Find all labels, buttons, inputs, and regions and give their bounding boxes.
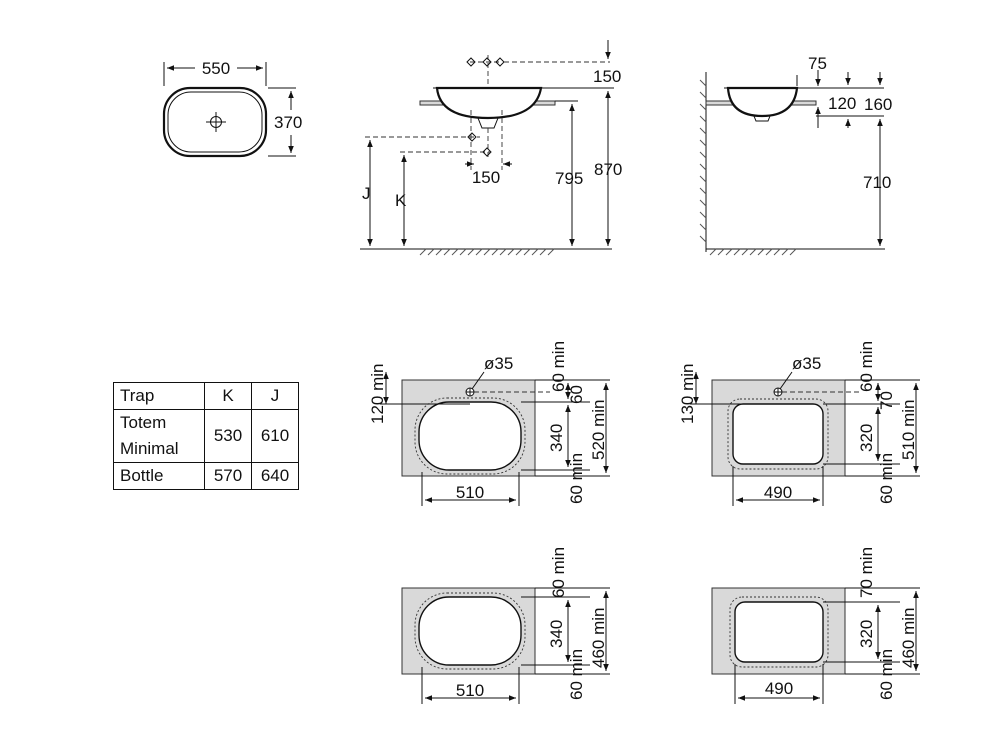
header-trap: Trap	[113, 382, 205, 410]
cutout1-bottom-label: 60 min	[567, 453, 586, 504]
cutout2-width-label: 490	[764, 483, 792, 502]
cutout-rect: 70 min 320 460 min 60 min 490	[711, 547, 920, 704]
side-basin-height-label: 120	[828, 94, 856, 113]
trap-table: Trap K J Totem 530 610 Minimal Bottle 57…	[113, 382, 299, 490]
cutout2-hole-label: ø35	[792, 354, 821, 373]
cutout3-total-label: 460 min	[589, 608, 608, 668]
table-row: Totem 530 610	[113, 409, 299, 463]
cutout1-edge-label: 60 min	[549, 341, 568, 392]
row1-k-value: 530	[204, 409, 252, 463]
cutout-hole-1	[418, 401, 522, 471]
header-k: K	[204, 382, 252, 410]
side-counter-height-label: 710	[863, 173, 891, 192]
cutout1-top-margin-label: 120 min	[368, 364, 387, 424]
cutout3-width-label: 510	[456, 681, 484, 700]
basin-section-front	[435, 86, 543, 120]
cutout4-total-label: 460 min	[899, 608, 918, 668]
cutout2-total-label: 510 min	[899, 400, 918, 460]
cutout-oval: 60 min 340 460 min 60 min 510	[401, 547, 610, 704]
cutout-hole-4	[734, 601, 824, 663]
cutout1-total-label: 520 min	[589, 400, 608, 460]
top-depth-label: 370	[274, 113, 302, 132]
front-rim-height-label: 870	[594, 160, 622, 179]
front-trap-k-label: K	[395, 191, 407, 210]
cutout2-hole-gap-label: 70	[877, 391, 896, 410]
floor-hatch-front	[419, 248, 555, 256]
row2-j-value: 640	[251, 462, 299, 490]
table-header-row: Trap K J	[113, 382, 299, 410]
cutout4-width-label: 490	[765, 679, 793, 698]
floor-hatch-side	[709, 248, 797, 256]
cutout1-hole-gap-label: 60	[567, 385, 586, 404]
drain-icon	[206, 112, 226, 132]
cutout-oval-with-taphole: ø35 120 min 60 min 60 340 520 min 60 min…	[368, 341, 610, 506]
front-tap-offset-label: 150	[593, 67, 621, 86]
cutout4-inner-label: 320	[857, 620, 876, 648]
trap-name-totem: Totem	[113, 409, 205, 436]
basin-inner-top	[167, 91, 263, 153]
table-row: Minimal	[113, 436, 299, 463]
front-view: 150 150 J K 795	[360, 40, 622, 256]
cutout2-top-margin-label: 130 min	[678, 364, 697, 424]
row1-j-value: 610	[251, 409, 299, 463]
trap-name-minimal: Minimal	[113, 436, 205, 463]
cutout-hole-3	[418, 596, 522, 666]
cutout2-bottom-label: 60 min	[877, 453, 896, 504]
cutout2-edge-label: 60 min	[857, 341, 876, 392]
cutout3-edge-label: 60 min	[549, 547, 568, 598]
row2-k-value: 570	[204, 462, 252, 490]
cutout3-inner-label: 340	[547, 620, 566, 648]
side-view: 75 120 160 710	[699, 54, 892, 256]
top-view: 550 370	[162, 59, 302, 158]
basin-section-side	[726, 86, 799, 118]
front-waste-offset-label: 150	[472, 168, 500, 187]
front-counter-height-label: 795	[555, 169, 583, 188]
side-wall-offset-label: 75	[808, 54, 827, 73]
cutout1-width-label: 510	[456, 483, 484, 502]
cutout-hole-2	[732, 403, 824, 465]
cutout1-hole-label: ø35	[484, 354, 513, 373]
cutout-rect-with-taphole: ø35 130 min 60 min 70 320 510 min 60 min…	[678, 341, 920, 506]
side-total-height-label: 160	[864, 95, 892, 114]
cutout2-inner-label: 320	[857, 424, 876, 452]
top-width-label: 550	[202, 59, 230, 78]
table-row: Bottle 570 640	[113, 462, 299, 490]
cutout1-inner-label: 340	[547, 424, 566, 452]
trap-name-bottle: Bottle	[113, 462, 205, 490]
waste-outlet	[477, 117, 499, 129]
header-j: J	[251, 382, 299, 410]
front-trap-j-label: J	[362, 184, 371, 203]
wall-hatch	[699, 79, 707, 243]
cutout4-edge-label: 70 min	[857, 547, 876, 598]
